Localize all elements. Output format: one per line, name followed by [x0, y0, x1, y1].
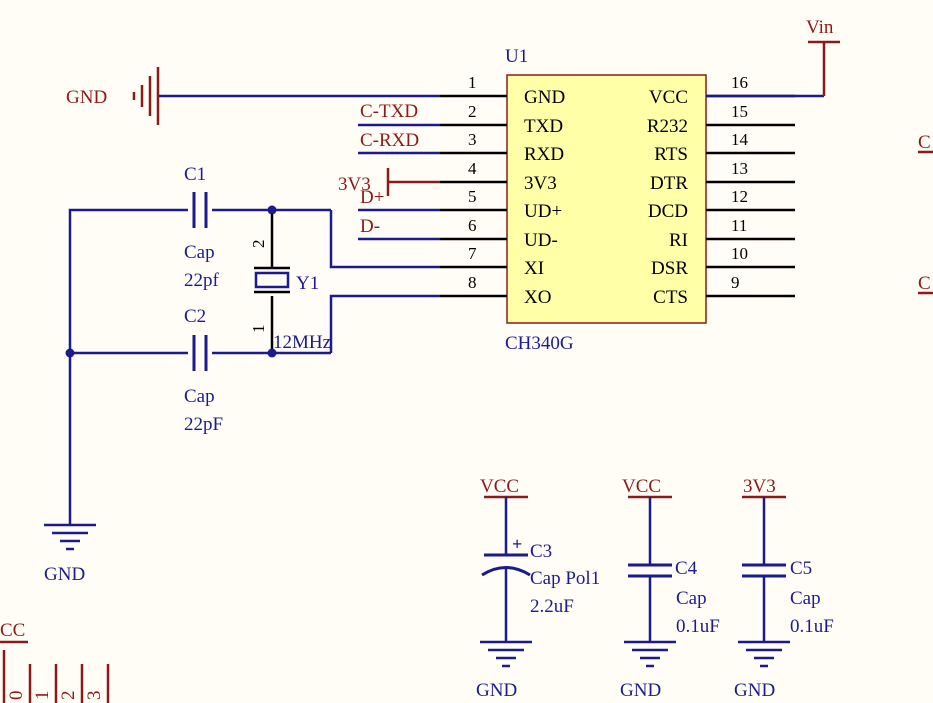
pin-num-12: 12 — [731, 187, 748, 206]
gnd-oscillator-symbol — [44, 512, 96, 551]
gnd-port-left — [132, 67, 440, 125]
chip-designator: U1 — [505, 46, 528, 67]
pin-num-15: 15 — [731, 102, 748, 121]
d-plus-label: D+ — [360, 187, 384, 208]
junction-dot — [267, 348, 277, 358]
net-wires-left — [358, 123, 440, 241]
pin-num-14: 14 — [731, 130, 749, 149]
y1-value: 12MHz — [273, 332, 331, 353]
c5-type: Cap — [790, 588, 821, 609]
c4-type: Cap — [676, 588, 707, 609]
c1-value: 22pf — [184, 270, 220, 291]
gnd-c3-label: GND — [476, 680, 517, 701]
chip-left-pin-stubs — [440, 94, 507, 298]
gnd-c5-label: GND — [734, 680, 775, 701]
gnd-left-label: GND — [66, 87, 107, 108]
pin-name-rts: RTS — [654, 144, 688, 165]
pin-num-16: 16 — [731, 73, 748, 92]
c4-designator: C4 — [675, 558, 698, 579]
c-txd-label: C-TXD — [360, 101, 418, 122]
y1-crystal-symbol — [254, 266, 290, 294]
pin-name-r232: R232 — [647, 116, 688, 137]
c4-value: 0.1uF — [676, 616, 720, 637]
c5-value: 0.1uF — [790, 616, 834, 637]
c2-value: 22pF — [184, 414, 223, 435]
3v3-pin4-label: 3V3 — [338, 174, 371, 195]
c5-designator: C5 — [790, 558, 812, 579]
y1-pin-2: 2 — [249, 240, 268, 249]
vin-power-port — [706, 40, 840, 98]
right-edge-net-label: C — [918, 273, 931, 294]
oscillator-wires — [68, 208, 440, 512]
c1-designator: C1 — [184, 164, 206, 185]
pin-num-2: 2 — [468, 102, 477, 121]
pin-name-txd: TXD — [524, 116, 563, 137]
pin-num-3: 3 — [468, 130, 477, 149]
pin-num-9: 9 — [731, 273, 740, 292]
c2-type: Cap — [184, 386, 215, 407]
c3-designator: C3 — [530, 541, 552, 562]
chip-part-name: CH340G — [505, 333, 574, 354]
pin-name-xo: XO — [524, 287, 551, 308]
c3-polarized-capacitor — [480, 495, 532, 668]
pin-num-8: 8 — [468, 273, 477, 292]
junction-dot — [65, 348, 75, 358]
pin-num-1: 1 — [468, 73, 477, 92]
pin-name-cts: CTS — [653, 287, 688, 308]
vcc-partial-label: CC — [0, 620, 25, 641]
pin-name-ri: RI — [669, 230, 688, 251]
partial-pin-label: 2 — [58, 691, 79, 701]
y1-designator: Y1 — [296, 273, 319, 294]
c4-capacitor — [624, 495, 676, 668]
c3-value: 2.2uF — [530, 596, 574, 617]
junction-dot — [267, 205, 277, 215]
3v3-power-port — [386, 168, 440, 196]
pin-name-udplus: UD+ — [524, 201, 562, 222]
partial-pin-label: 0 — [6, 691, 27, 701]
c5-capacitor — [738, 495, 790, 668]
pin-name-dsr: DSR — [651, 258, 688, 279]
c3-type: Cap Pol1 — [530, 568, 600, 589]
partial-pin-label: 3 — [84, 691, 105, 701]
pin-name-udminus: UD- — [524, 230, 558, 251]
partial-connector — [0, 640, 110, 703]
vcc-c3-label: VCC — [480, 476, 519, 497]
pin-name-rxd: RXD — [524, 144, 564, 165]
chip-right-pin-stubs — [706, 94, 795, 298]
d-minus-label: D- — [360, 216, 380, 237]
c3-plus-icon: + — [512, 534, 522, 554]
c1-capacitor-symbol — [192, 192, 208, 228]
pin-num-13: 13 — [731, 159, 748, 178]
partial-pin-label: 1 — [32, 691, 53, 701]
pin-num-7: 7 — [468, 244, 477, 263]
pin-name-vcc: VCC — [649, 87, 688, 108]
pin-name-3v3: 3V3 — [524, 173, 557, 194]
pin-num-10: 10 — [731, 244, 748, 263]
pin-num-6: 6 — [468, 216, 477, 235]
vin-label: Vin — [806, 17, 834, 38]
gnd-oscillator-label: GND — [44, 564, 85, 585]
3v3-c5-label: 3V3 — [743, 476, 776, 497]
pin-num-4: 4 — [468, 159, 477, 178]
gnd-c4-label: GND — [620, 680, 661, 701]
c1-type: Cap — [184, 242, 215, 263]
pin-name-dtr: DTR — [650, 173, 688, 194]
c2-capacitor-symbol — [192, 335, 208, 371]
pin-name-gnd: GND — [524, 87, 565, 108]
right-edge-net-label: C — [918, 132, 931, 153]
ch340g-body — [506, 74, 707, 324]
vcc-c4-label: VCC — [622, 476, 661, 497]
y1-pin-1: 1 — [249, 325, 268, 334]
c-rxd-label: C-RXD — [360, 130, 419, 151]
pin-name-dcd: DCD — [648, 201, 688, 222]
pin-num-11: 11 — [731, 216, 747, 235]
c2-designator: C2 — [184, 306, 206, 327]
pin-num-5: 5 — [468, 187, 477, 206]
pin-name-xi: XI — [524, 258, 544, 279]
